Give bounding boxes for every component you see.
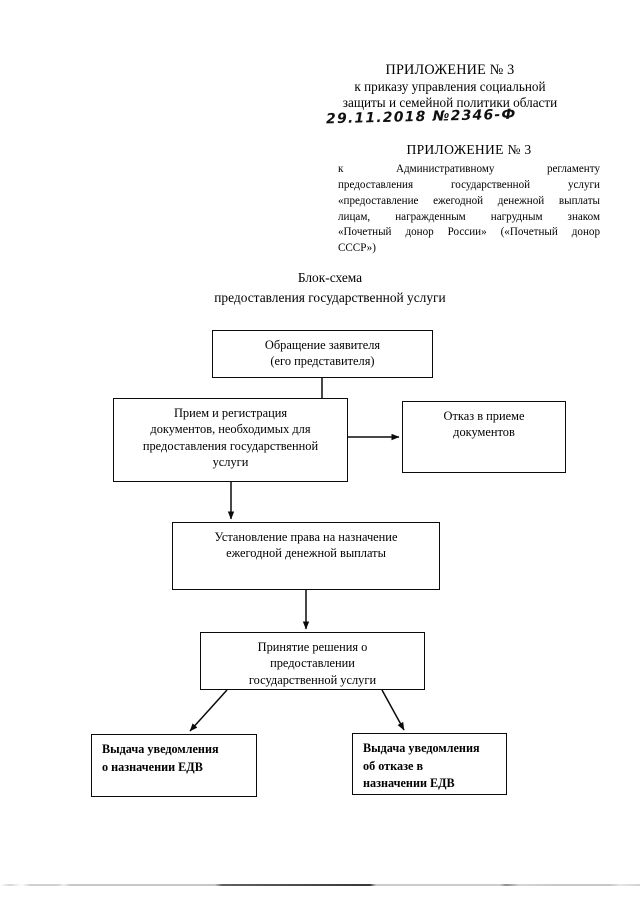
node-5-line-2: предоставлении [270,656,355,671]
appendix-2-line-5: «Почетный донор России» («Почетный донор [338,226,600,239]
appendix-2-title: ПРИЛОЖЕНИЕ № 3 [406,142,532,157]
node-1-line-1: Обращение заявителя [264,338,381,352]
appendix-2-header: ПРИЛОЖЕНИЕ № 3 к Административному регла… [338,140,600,257]
flowchart-node-receive-register-documents: Прием и регистрация документов, необходи… [113,398,348,482]
appendix-1-title: ПРИЛОЖЕНИЕ № 3 [385,62,515,78]
flowchart-node-applicant-request: Обращение заявителя (его представителя) [212,330,433,378]
appendix-1-header: ПРИЛОЖЕНИЕ № 3 к приказу управления соци… [300,62,600,112]
flowchart-node-decision-on-service: Принятие решения о предоставлении госуда… [200,632,425,690]
node-4-line-1: Установление права на назначение [214,530,398,544]
node-2-line-2: документов, необходимых для [150,422,311,437]
appendix-1-line-1: к приказу управления социальной [354,79,546,95]
appendix-2-line-4: лицам, награжденным нагрудным знаком [338,210,600,223]
appendix-2-line-1: к Административному регламенту [338,163,600,176]
node-5-line-3: государственной услуги [248,672,377,687]
flowchart-node-refusal-to-accept-documents: Отказ в приеме документов [402,401,566,473]
node-4-line-2: ежегодной денежной выплаты [226,546,386,561]
appendix-1-line-2: защиты и семейной политики области [342,95,558,111]
flowchart-node-notice-of-refusal: Выдача уведомления об отказе в назначени… [352,733,507,795]
node-1-line-2: (его представителя) [270,354,375,369]
flowchart-node-notice-of-grant: Выдача уведомления о назначении ЕДВ [91,734,257,797]
flowchart-title-line-1: Блок-схема [297,270,363,285]
node-2-line-1: Прием и регистрация [173,406,288,420]
edge-node5-node7 [381,689,405,731]
node-6-line-1: Выдача уведомления [102,742,219,756]
node-7-line-2: об отказе в [363,758,424,773]
handwritten-date-and-number: 29.11.2018 №2346-Ф [325,106,517,128]
flowchart-node-establish-right: Установление права на назначение ежегодн… [172,522,440,590]
flowchart-title: Блок-схема предоставления государственно… [120,268,540,308]
flowchart-title-line-2: предоставления государственной услуги [214,290,446,306]
node-3-line-1: Отказ в приеме [443,409,525,423]
appendix-2-line-2: предоставления государственной услуги [338,179,600,192]
node-5-line-1: Принятие решения о [257,640,368,654]
node-7-line-3: назначении ЕДВ [363,776,455,791]
edge-node5-node6 [189,689,228,732]
node-7-line-1: Выдача уведомления [363,741,480,755]
node-2-line-3: предоставления государственной [142,438,319,453]
node-3-line-2: документов [453,425,515,440]
scan-artifact-line [0,884,640,886]
node-2-line-4: услуги [212,455,249,470]
node-6-line-2: о назначении ЕДВ [102,759,203,774]
appendix-2-line-6: СССР») [338,242,376,255]
appendix-2-line-3: «предоставление ежегодной денежной выпла… [338,194,600,207]
